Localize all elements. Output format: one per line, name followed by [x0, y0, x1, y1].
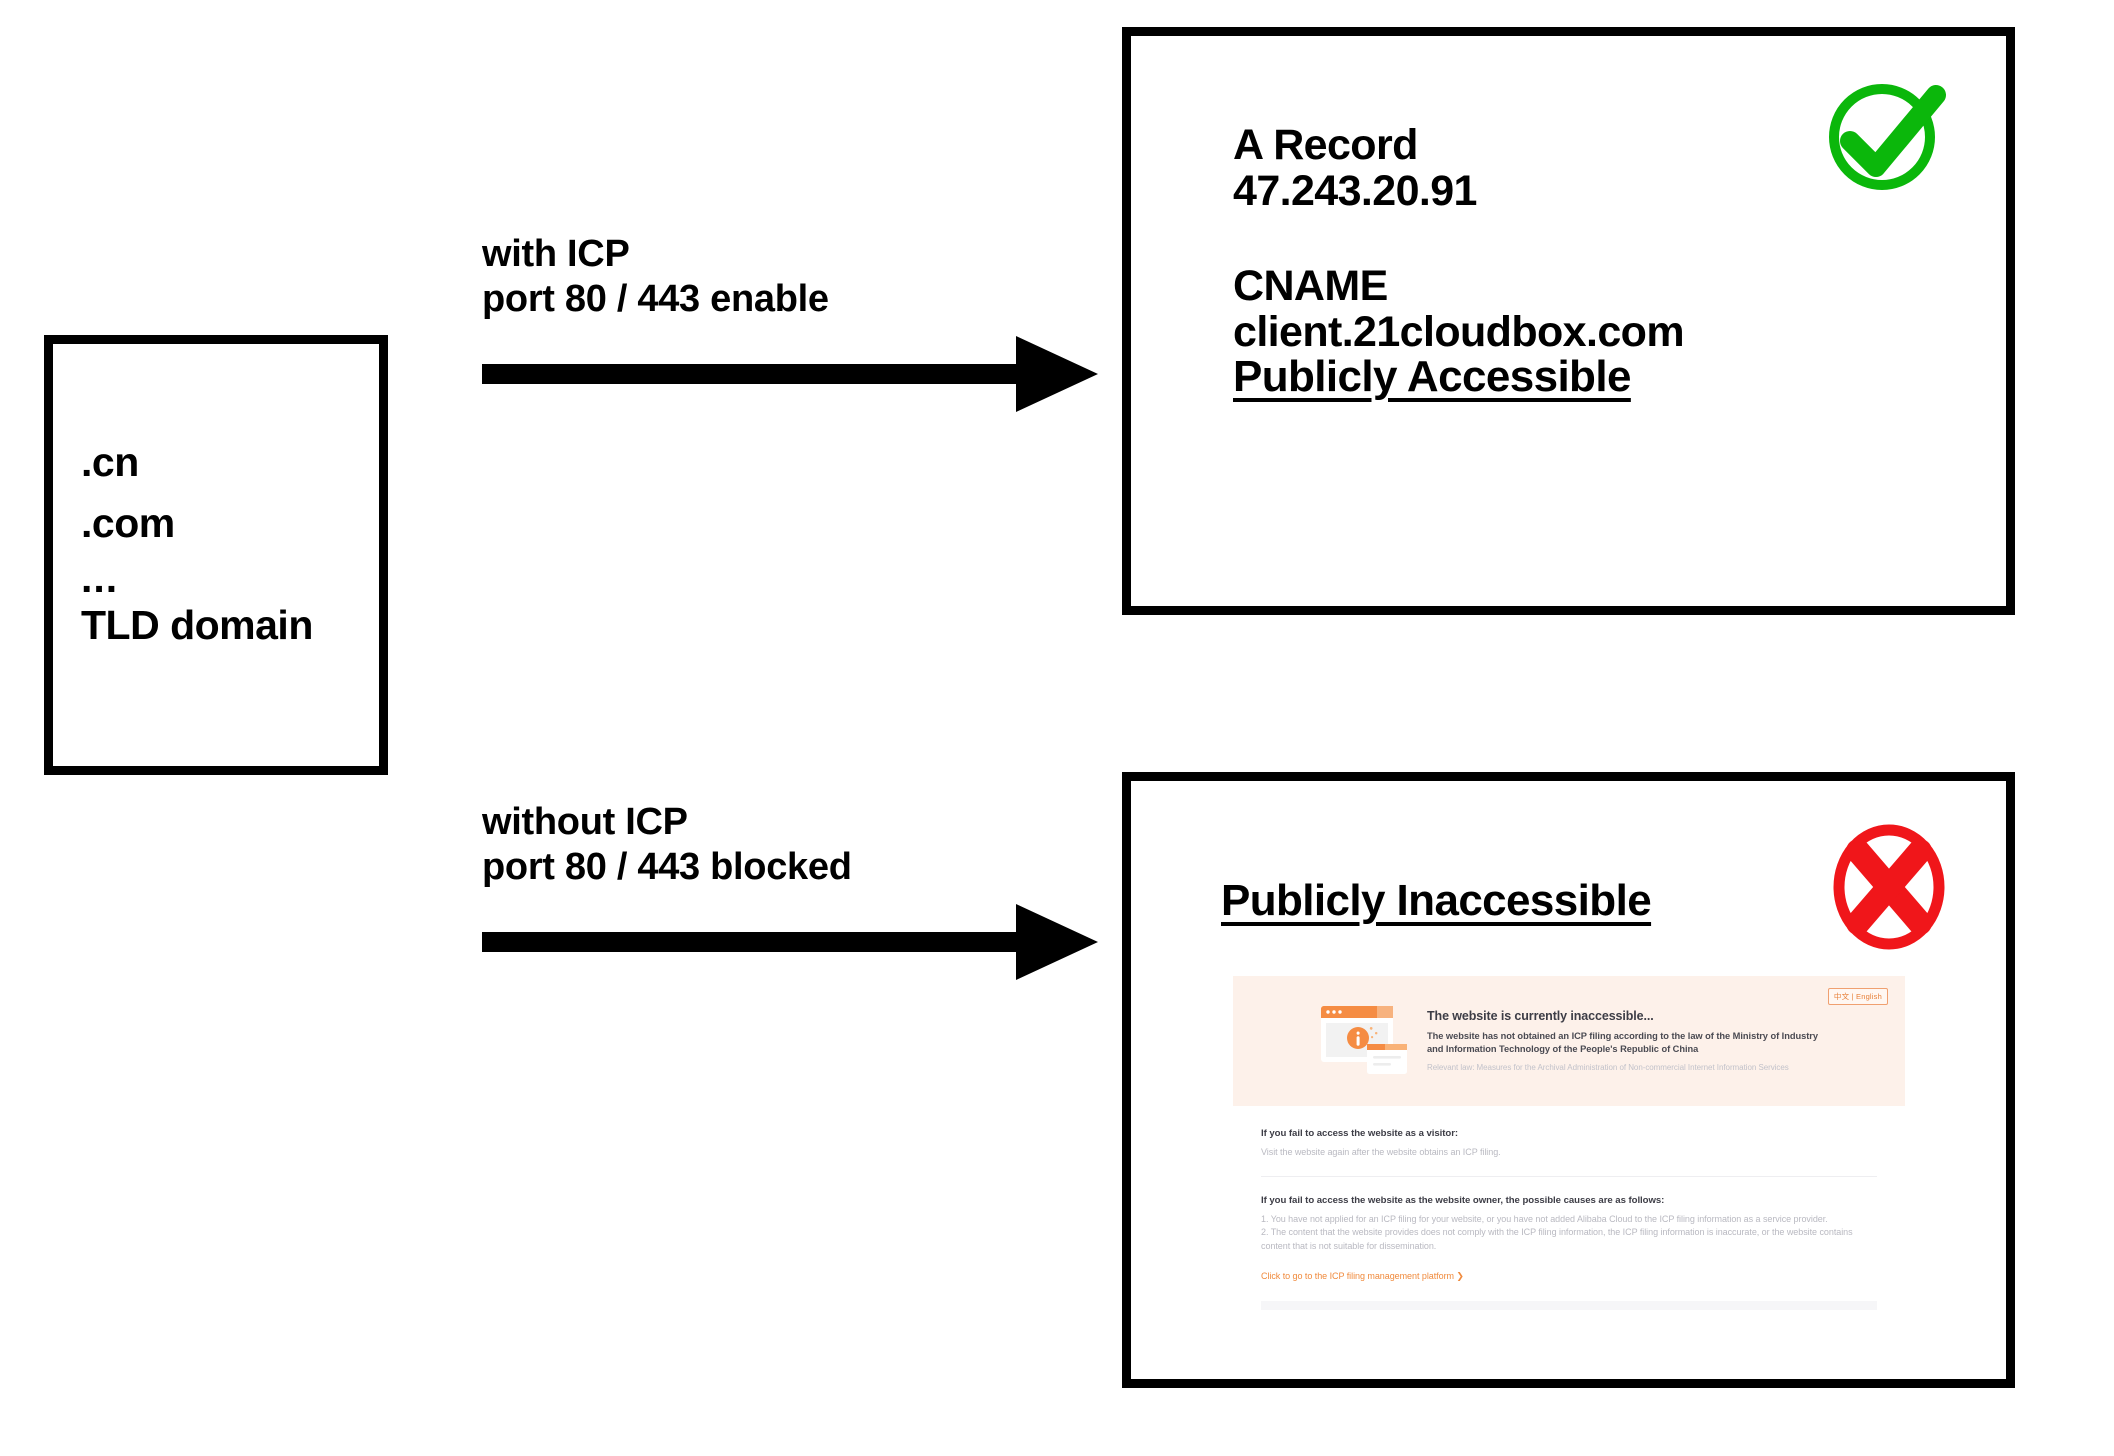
section-divider	[1261, 1175, 1877, 1177]
browser-info-illustration-icon	[1321, 1006, 1407, 1074]
icp-hero-banner: 中文 | English	[1233, 976, 1905, 1106]
publicly-inaccessible-box: Publicly Inaccessible 中文 | English	[1122, 772, 2015, 1388]
tld-entry-ellipsis: ...	[81, 555, 119, 601]
branch-without-icp: without ICP port 80 / 443 blocked	[482, 800, 1102, 1000]
branch-with-icp-label-line1: with ICP	[482, 233, 630, 275]
cname-record-value: client.21cloudbox.com	[1233, 308, 1685, 357]
branch-without-icp-label-line1: without ICP	[482, 801, 688, 843]
dns-record-list: A Record 47.243.20.91 CNAME client.21clo…	[1233, 122, 1793, 356]
arrow-right-icon	[482, 336, 1098, 412]
tld-entry-generic: TLD domain	[81, 602, 313, 648]
publicly-accessible-box: A Record 47.243.20.91 CNAME client.21clo…	[1122, 27, 2015, 615]
icp-hero-text: The website is currently inaccessible...…	[1427, 1009, 1827, 1074]
cname-record-label: CNAME	[1233, 261, 1388, 310]
icp-hero-body: The website has not obtained an ICP fili…	[1427, 1030, 1818, 1055]
language-toggle[interactable]: 中文 | English	[1827, 988, 1888, 1005]
publicly-accessible-status: Publicly Accessible	[1233, 352, 1631, 401]
icp-filing-platform-link[interactable]: Click to go to the ICP filing management…	[1261, 1271, 1464, 1281]
record-spacer	[1233, 215, 1793, 263]
tld-domain-list: .cn .com ... TLD domain	[81, 442, 381, 646]
visitor-section-heading: If you fail to access the website as a v…	[1261, 1128, 1459, 1139]
owner-cause-1: 1. You have not applied for an ICP filin…	[1261, 1213, 1828, 1224]
publicly-inaccessible-status: Publicly Inaccessible	[1221, 876, 1652, 925]
green-check-circle-icon	[1829, 84, 1946, 190]
visitor-section-text: Visit the website again after the websit…	[1261, 1147, 1501, 1157]
branch-with-icp-label: with ICP port 80 / 443 enable	[482, 232, 1122, 322]
tld-domain-box: .cn .com ... TLD domain	[44, 335, 388, 775]
tld-entry-cn: .cn	[81, 439, 139, 485]
icp-hero-title: The website is currently inaccessible...	[1427, 1008, 1654, 1023]
branch-without-icp-label-line2: port 80 / 443 blocked	[482, 845, 852, 888]
red-x-circle-icon	[1833, 824, 1945, 950]
icp-block-page-screenshot: 中文 | English	[1233, 976, 1905, 1345]
tld-entry-com: .com	[81, 500, 175, 546]
a-record-value: 47.243.20.91	[1233, 167, 1477, 216]
branch-with-icp-label-line2: port 80 / 443 enable	[482, 277, 829, 320]
arrow-right-icon	[482, 904, 1098, 980]
icp-body-content: If you fail to access the website as a v…	[1233, 1106, 1905, 1310]
a-record-label: A Record	[1233, 121, 1418, 169]
owner-section-heading: If you fail to access the website as the…	[1261, 1194, 1665, 1206]
owner-cause-2: 2. The content that the website provides…	[1261, 1227, 1853, 1251]
branch-with-icp: with ICP port 80 / 443 enable	[482, 232, 1102, 432]
icp-page-footer	[1261, 1301, 1877, 1310]
icp-hero-note: Relevant law: Measures for the Archival …	[1427, 1062, 1789, 1072]
branch-without-icp-label: without ICP port 80 / 443 blocked	[482, 800, 1122, 890]
